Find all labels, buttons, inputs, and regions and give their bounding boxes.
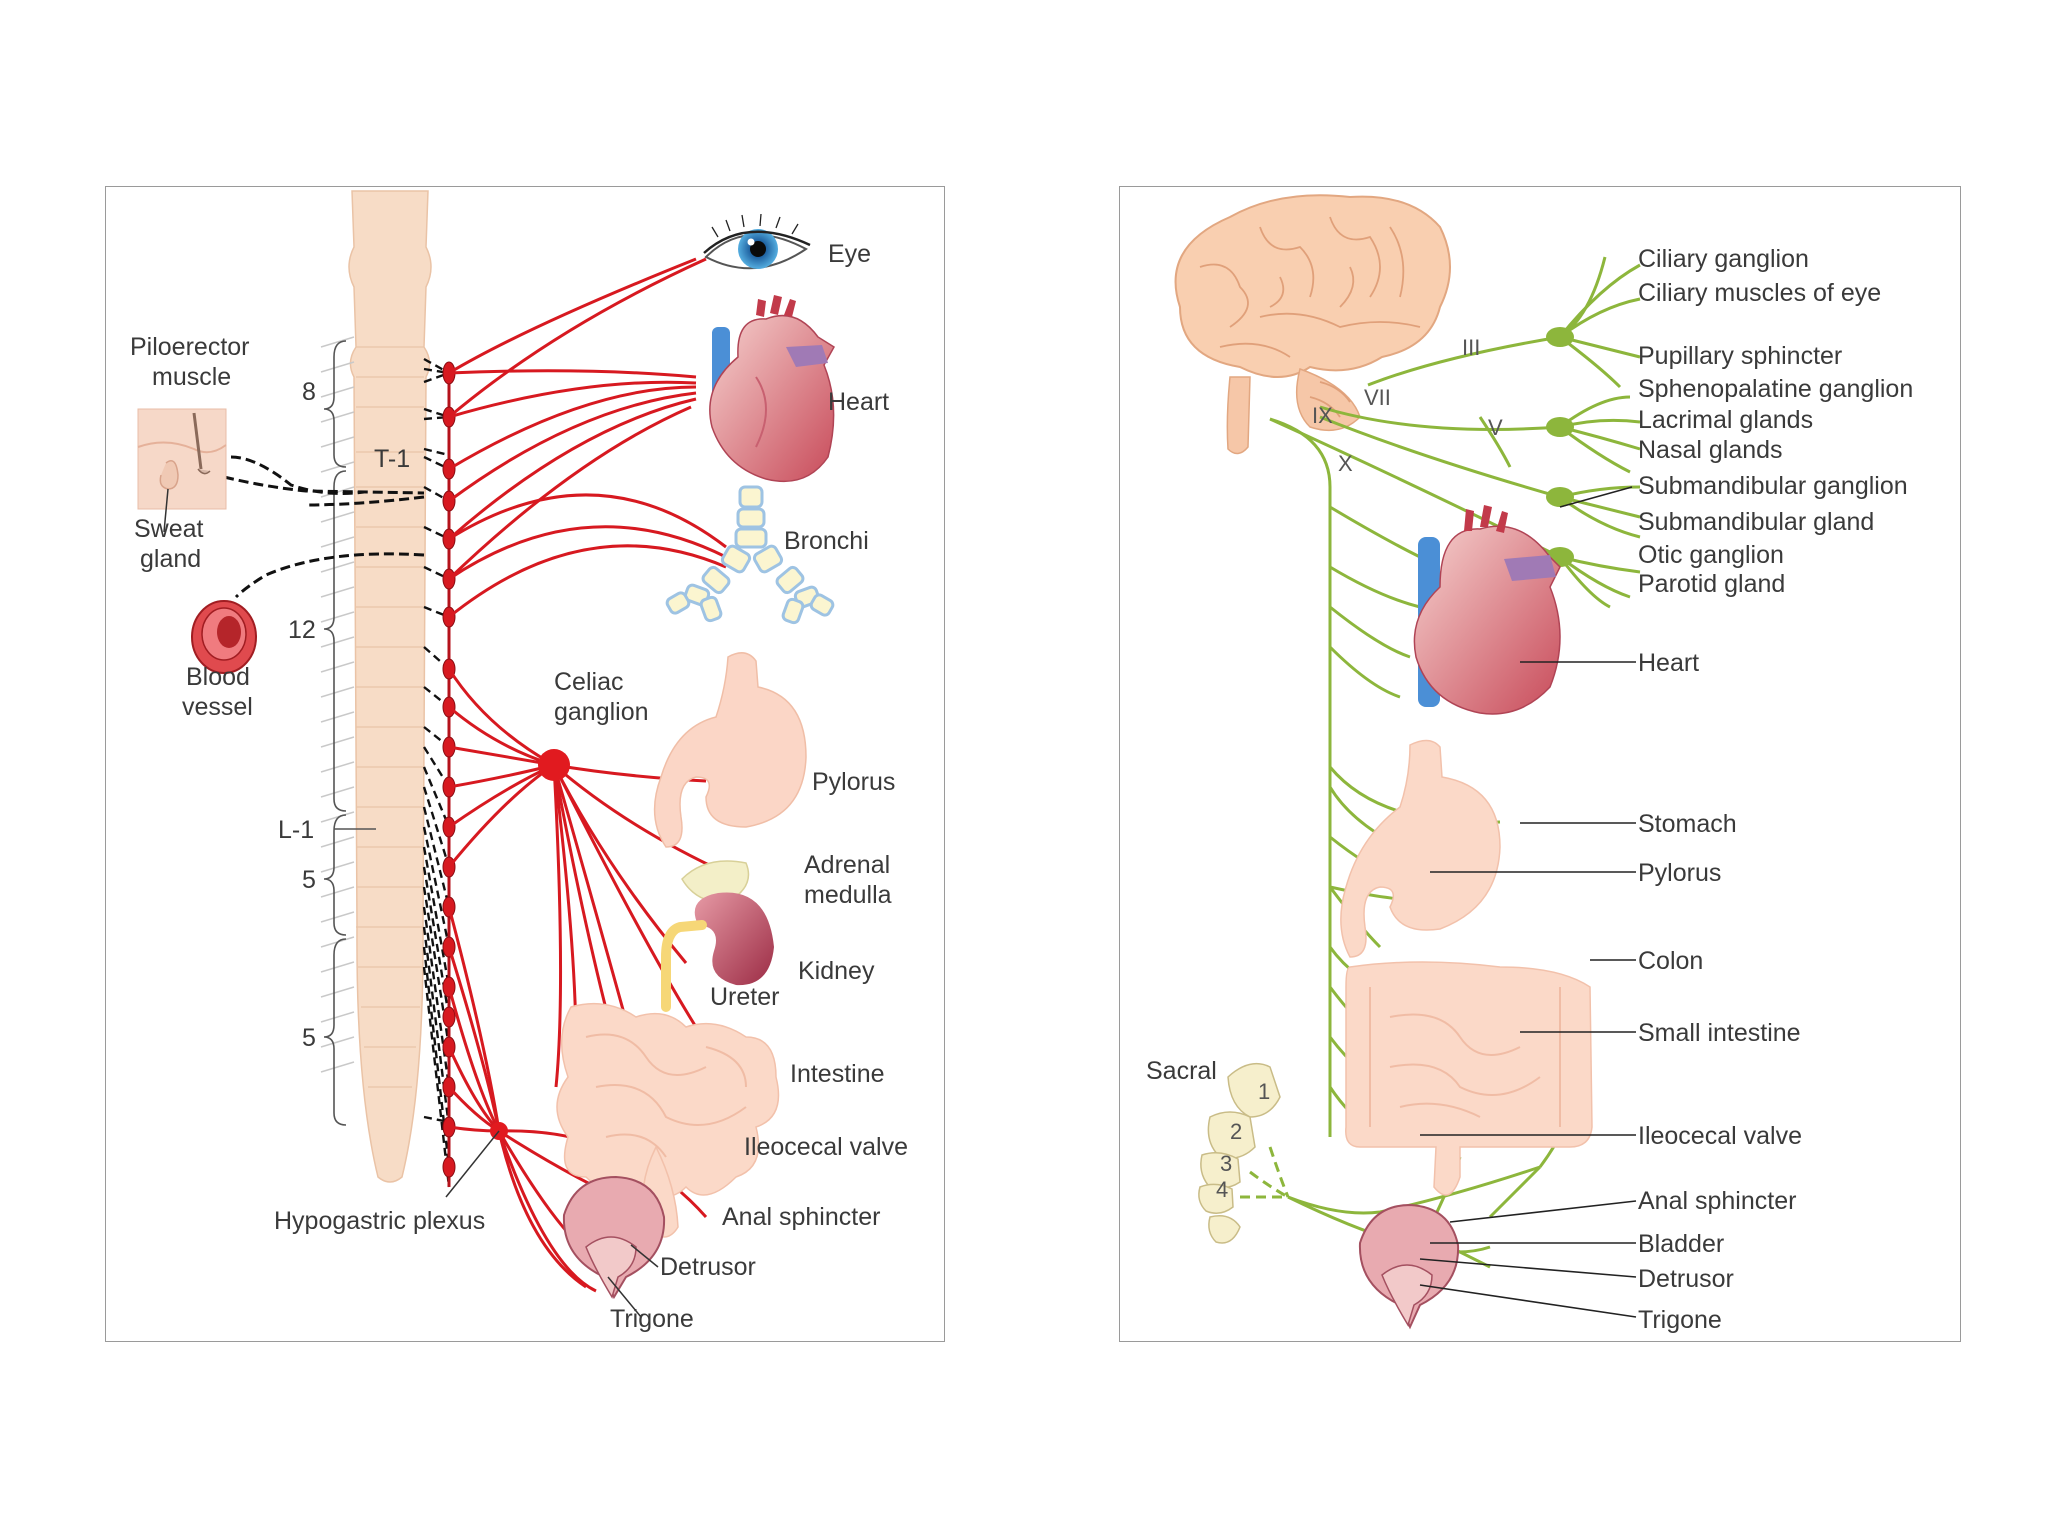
spine-label-t12: 12 — [288, 616, 316, 644]
cranial-nerve-iii: III — [1462, 335, 1480, 360]
label-pylorus: Pylorus — [812, 768, 895, 796]
intestine-folds-right — [1369, 987, 1561, 1127]
label-trigone-right: Trigone — [1638, 1306, 1722, 1334]
label-bronchi: Bronchi — [784, 527, 869, 555]
label-ciliary-ganglion: Ciliary ganglion — [1638, 245, 1809, 273]
label-piloerector-line1: Piloerector — [130, 333, 250, 361]
label-blood-line1: Blood — [186, 663, 250, 691]
label-ureter: Ureter — [710, 983, 779, 1011]
label-bladder: Bladder — [1638, 1230, 1724, 1258]
brain-illustration — [1174, 194, 1451, 455]
label-heart: Heart — [828, 388, 889, 416]
eye-illustration — [703, 213, 811, 270]
label-sacral: Sacral — [1146, 1057, 1217, 1085]
label-pupillary-sphincter: Pupillary sphincter — [1638, 342, 1842, 370]
skin-fibers — [223, 455, 425, 599]
label-stomach: Stomach — [1638, 810, 1737, 838]
label-small-intestine: Small intestine — [1638, 1019, 1801, 1047]
bladder-illustration-right — [1358, 1203, 1460, 1330]
label-detrusor-right: Detrusor — [1638, 1265, 1734, 1293]
skin-illustration — [137, 408, 227, 510]
label-ileocecal-right: Ileocecal valve — [1638, 1122, 1802, 1150]
label-nasal-glands: Nasal glands — [1638, 436, 1783, 464]
bronchi-illustration — [665, 485, 835, 625]
celiac-ganglion-node — [538, 749, 570, 781]
parasympathetic-diagram-panel: III VII IX V X 1 2 3 4 — [1119, 186, 1961, 1342]
label-anal-sphincter-right: Anal sphincter — [1638, 1187, 1796, 1215]
sacral-segment-2: 2 — [1230, 1119, 1242, 1144]
stomach-illustration — [653, 652, 807, 848]
sacral-dashed-fibers — [1240, 1146, 1290, 1199]
sacral-segment-4: 4 — [1216, 1177, 1228, 1202]
label-adrenal-line1: Adrenal — [804, 851, 890, 879]
parasympathetic-diagram: III VII IX V X 1 2 3 4 — [1146, 194, 1913, 1334]
cranial-nerve-vii: VII — [1364, 385, 1391, 410]
label-heart-right: Heart — [1638, 649, 1699, 677]
label-anal-sphincter: Anal sphincter — [722, 1203, 880, 1231]
label-ciliary-muscles: Ciliary muscles of eye — [1638, 279, 1881, 307]
label-eye: Eye — [828, 240, 871, 268]
sacral-segment-1: 1 — [1258, 1079, 1270, 1104]
label-detrusor: Detrusor — [660, 1253, 756, 1281]
spine-brackets — [323, 340, 376, 1126]
label-sweat-line2: gland — [140, 545, 201, 573]
label-submandibular-gland: Submandibular gland — [1638, 508, 1874, 536]
label-sweat-line1: Sweat — [134, 515, 204, 543]
heart-illustration-right — [1413, 505, 1561, 715]
sacral-segment-3: 3 — [1220, 1151, 1232, 1176]
label-colon: Colon — [1638, 947, 1703, 975]
spine-label-c8: 8 — [302, 378, 316, 406]
label-submandibular-ganglion: Submandibular ganglion — [1638, 472, 1908, 500]
sympathetic-postganglionic-fibers — [447, 257, 727, 1293]
label-ileocecal: Ileocecal valve — [744, 1133, 908, 1161]
label-celiac-line1: Celiac — [554, 668, 623, 696]
heart-illustration — [709, 295, 836, 483]
digestive-tract-illustration — [1340, 739, 1593, 1196]
label-kidney: Kidney — [798, 957, 875, 985]
label-intestine: Intestine — [790, 1060, 885, 1088]
cranial-nerve-v: V — [1488, 415, 1503, 440]
blood-vessel-illustration — [191, 600, 257, 674]
sympathetic-diagram: 8 T-1 12 L-1 5 5 — [130, 190, 908, 1333]
sympathetic-diagram-panel: 8 T-1 12 L-1 5 5 — [105, 186, 945, 1342]
label-trigone: Trigone — [610, 1305, 694, 1333]
label-hypogastric-plexus: Hypogastric plexus — [274, 1207, 485, 1235]
spine-label-l1: L-1 — [278, 816, 314, 844]
spinal-cord — [320, 190, 432, 1183]
intestine-folds — [585, 1033, 747, 1158]
spine-label-t1: T-1 — [374, 445, 410, 473]
label-pylorus-right: Pylorus — [1638, 859, 1721, 887]
spine-label-l5: 5 — [302, 866, 316, 894]
sympathetic-leader-lines — [445, 1130, 659, 1318]
label-piloerector-line2: muscle — [152, 363, 231, 391]
label-parotid-gland: Parotid gland — [1638, 570, 1785, 598]
parasympathetic-leader-lines — [1419, 486, 1637, 1318]
kidney-illustration — [661, 860, 774, 1012]
label-otic-ganglion: Otic ganglion — [1638, 541, 1784, 569]
label-celiac-line2: ganglion — [554, 698, 649, 726]
sacrum-illustration — [1198, 1062, 1281, 1244]
label-adrenal-line2: medulla — [804, 881, 892, 909]
parasympathetic-ganglia — [1546, 327, 1574, 567]
cranial-nerve-ix: IX — [1312, 403, 1333, 428]
preganglionic-fibers — [422, 357, 451, 1188]
label-lacrimal-glands: Lacrimal glands — [1638, 406, 1813, 434]
label-blood-line2: vessel — [182, 693, 253, 721]
bladder-illustration — [562, 1175, 666, 1300]
cranial-nerve-x: X — [1338, 451, 1353, 476]
spine-label-s5: 5 — [302, 1024, 316, 1052]
label-sphenopalatine-ganglion: Sphenopalatine ganglion — [1638, 375, 1913, 403]
